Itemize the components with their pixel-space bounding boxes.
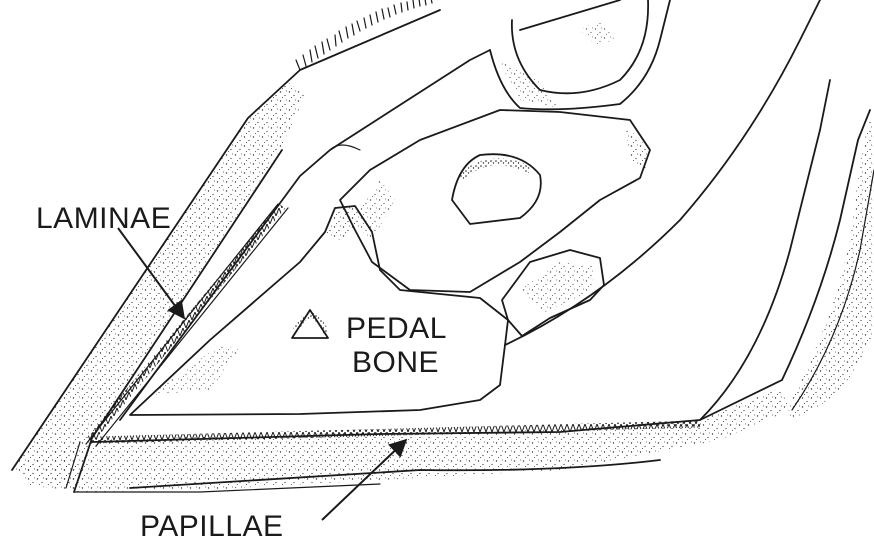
label-pedal: PEDAL bbox=[346, 312, 447, 345]
frog-heel bbox=[700, 80, 874, 420]
upper-wall-line bbox=[520, 0, 620, 30]
label-papillae: PAPILLAE bbox=[140, 510, 284, 543]
extensor-line bbox=[300, 145, 360, 176]
label-laminae: LAMINAE bbox=[36, 202, 171, 235]
sole bbox=[74, 380, 790, 492]
label-bone: BONE bbox=[352, 346, 439, 379]
short-pastern bbox=[340, 110, 650, 292]
long-pastern bbox=[490, 0, 670, 109]
